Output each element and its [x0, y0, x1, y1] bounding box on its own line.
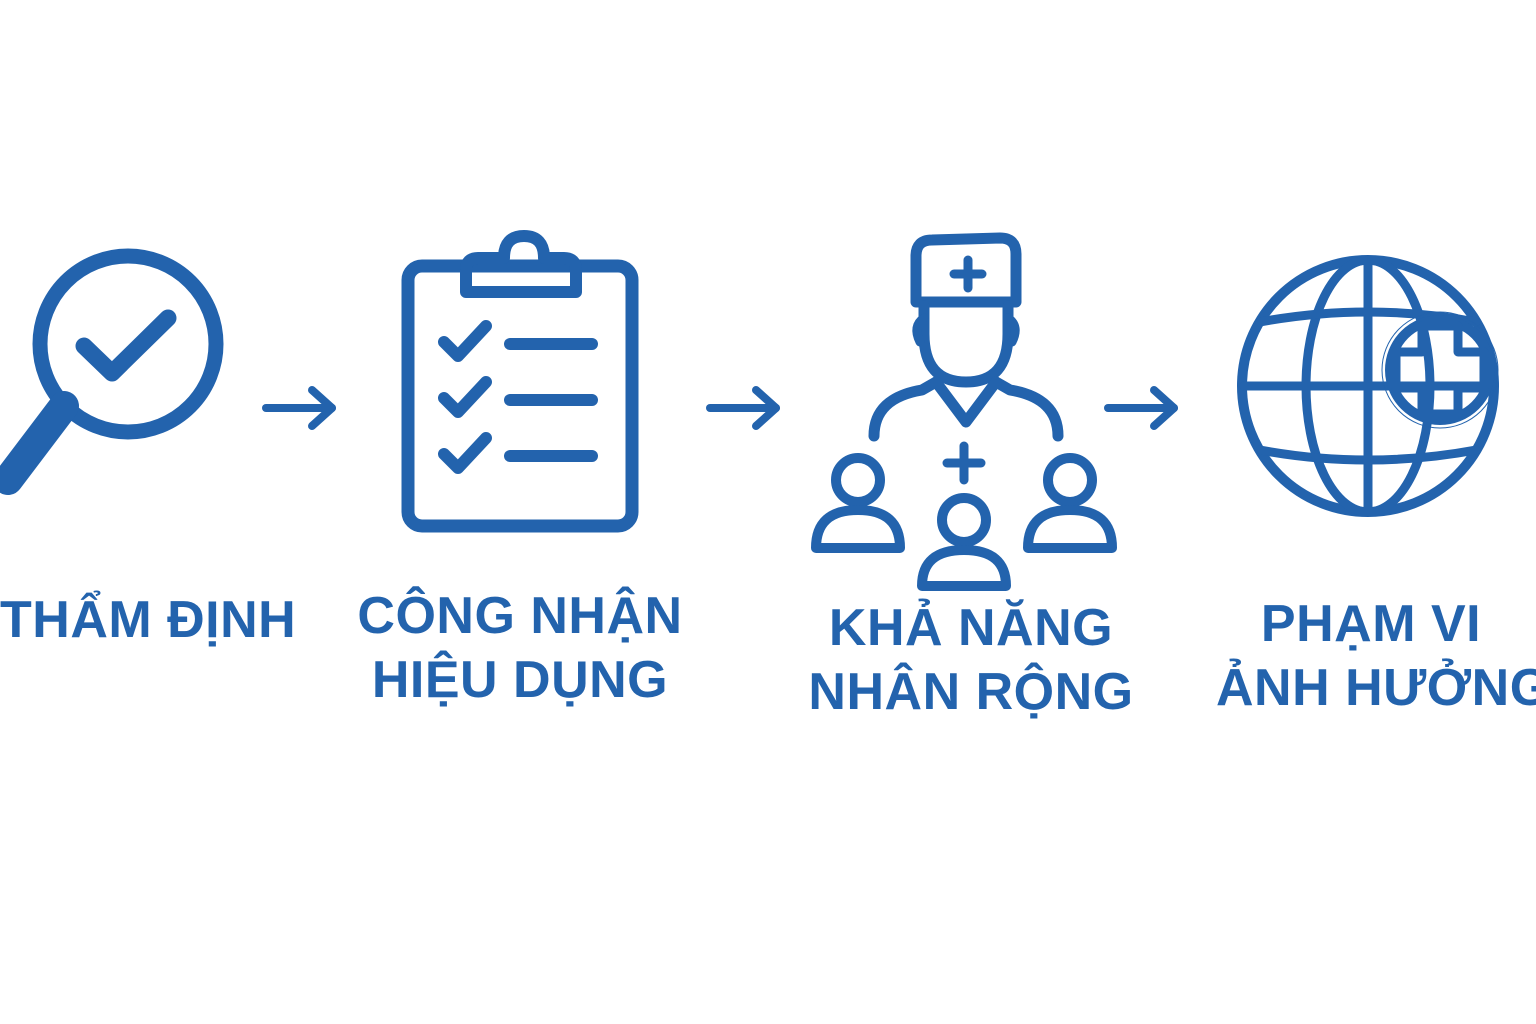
arrow-right-icon: [1104, 386, 1178, 430]
step-label-cong-nhan-hieu-dung: CÔNG NHẬN HIỆU DỤNG: [350, 584, 690, 712]
step-label-kha-nang-nhan-rong: KHẢ NĂNG NHÂN RỘNG: [806, 596, 1136, 724]
step-label-line: CÔNG NHẬN: [357, 587, 683, 645]
step-label-line: THẨM ĐỊNH: [0, 591, 297, 649]
step-label-tham-dinh: THẨM ĐỊNH: [0, 588, 297, 652]
doctor-community-icon: [811, 232, 1117, 591]
magnifier-check-icon: [0, 248, 224, 495]
step-label-line: NHÂN RỘNG: [808, 663, 1134, 721]
step-label-line: HIỆU DỤNG: [371, 651, 669, 709]
step-label-line: KHẢ NĂNG: [828, 599, 1114, 657]
globe-medical-cross-icon: [1237, 255, 1499, 517]
arrow-right-icon: [706, 386, 780, 430]
arrow-right-icon: [262, 386, 336, 430]
clipboard-checklist-icon: [401, 230, 639, 533]
step-label-line: ẢNH HƯỞNG: [1216, 659, 1536, 717]
step-label-pham-vi-anh-huong: PHẠM VI ẢNH HƯỞNG: [1216, 592, 1536, 720]
step-label-line: PHẠM VI: [1260, 595, 1482, 653]
